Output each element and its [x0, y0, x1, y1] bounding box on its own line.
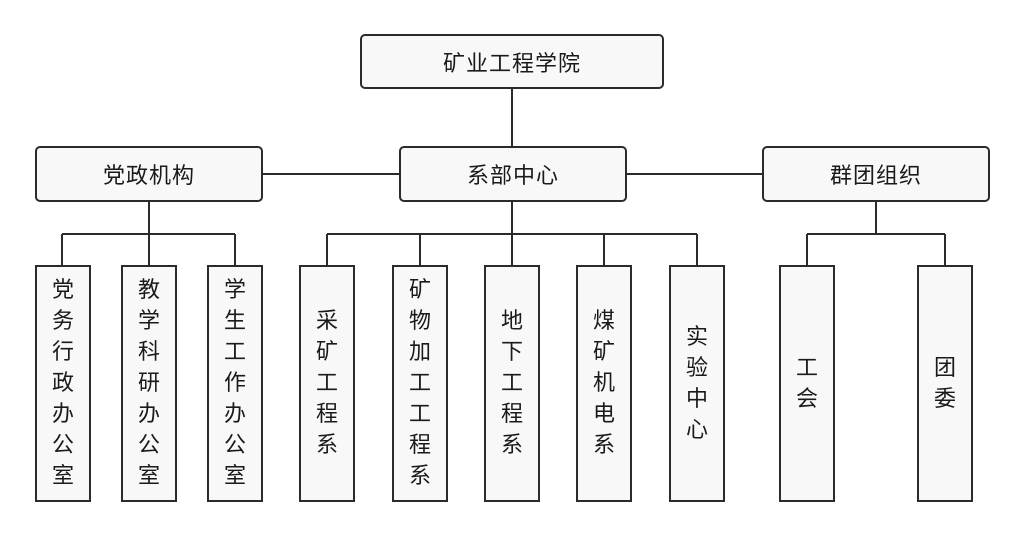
node-branch-3-child-2-label: 团委: [933, 355, 956, 412]
node-branch-1-child-1-label: 党务行政办公室: [51, 278, 74, 489]
node-branch-2-child-4: 煤矿机电系: [576, 265, 632, 502]
node-branch-3-label: 群团组织: [829, 164, 922, 189]
node-root-label: 矿业工程学院: [442, 51, 581, 77]
node-root: 矿业工程学院: [360, 34, 664, 89]
node-branch-2-child-5: 实验中心: [669, 265, 725, 502]
node-branch-1-child-1: 党务行政办公室: [35, 265, 91, 502]
node-branch-1-label: 党政机构: [102, 164, 195, 189]
node-branch-2-label: 系部中心: [466, 164, 559, 189]
node-branch-3-child-1-label: 工会: [795, 355, 818, 412]
node-branch-1-child-2: 教学科研办公室: [121, 265, 177, 502]
node-branch-1: 党政机构: [35, 146, 263, 202]
node-branch-3-child-2: 团委: [917, 265, 973, 502]
node-branch-2-child-1-label: 采矿工程系: [315, 309, 338, 458]
node-branch-2-child-2-label: 矿物加工工程系: [408, 278, 431, 489]
node-branch-2-child-3: 地下工程系: [484, 265, 540, 502]
node-branch-1-child-3-label: 学生工作办公室: [223, 278, 246, 489]
node-branch-2-child-4-label: 煤矿机电系: [592, 309, 615, 458]
node-branch-2-child-3-label: 地下工程系: [500, 309, 523, 458]
node-branch-2-child-5-label: 实验中心: [685, 324, 708, 443]
node-branch-2-child-1: 采矿工程系: [299, 265, 355, 502]
node-branch-1-child-2-label: 教学科研办公室: [137, 278, 160, 489]
node-branch-1-child-3: 学生工作办公室: [207, 265, 263, 502]
node-branch-2-child-2: 矿物加工工程系: [392, 265, 448, 502]
node-branch-3: 群团组织: [762, 146, 990, 202]
node-branch-2: 系部中心: [399, 146, 627, 202]
node-branch-3-child-1: 工会: [779, 265, 835, 502]
